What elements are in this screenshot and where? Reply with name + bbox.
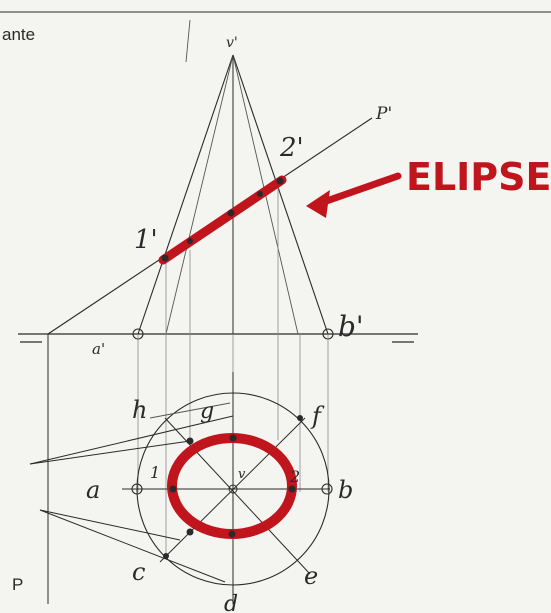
label-point-g: g (200, 399, 214, 424)
label-point-a: a (86, 476, 100, 504)
label-point-d: d (224, 592, 238, 613)
label-point-h: h (132, 396, 147, 424)
elevation-section-points (161, 177, 284, 262)
label-point-2-prime: 2' (279, 133, 304, 163)
label-point-e: e (304, 562, 318, 590)
ellipse-arrow-head-red (306, 190, 330, 218)
point-v-marker (228, 484, 238, 494)
ellipse-annotation-label: ELIPSE (406, 155, 551, 199)
label-point-c: c (132, 558, 145, 586)
label-a-prime: a' (92, 340, 105, 358)
label-point-b: b (338, 476, 353, 504)
point-b-marker (321, 483, 333, 495)
label-apex-v-prime: v' (226, 35, 238, 51)
header-clipped-word: ante (2, 25, 35, 44)
point-a-marker (131, 483, 143, 495)
label-b-prime: b' (338, 310, 364, 343)
label-point-v: v (238, 467, 246, 482)
cone-generatrix-right (232, 54, 329, 335)
elevation-section-red (158, 175, 287, 265)
cone-generatrix-left (137, 54, 234, 335)
cone-axis-top-stroke (185, 19, 191, 63)
plan-chord-h-g (149, 402, 231, 419)
ellipse-arrow-red (314, 172, 402, 208)
plan-ellipse-red (167, 433, 297, 539)
plan-ellipse-points (163, 415, 303, 559)
label-point-1: 1 (150, 463, 160, 482)
label-point-2: 2 (289, 467, 300, 486)
plan-plane-lines (29, 415, 234, 583)
label-point-1-prime: 1' (134, 225, 158, 255)
cone-generatrix-inner-left (165, 54, 234, 335)
label-point-f: f (310, 402, 325, 430)
label-plane-p-prime: P' (375, 104, 392, 124)
plan-diagonal-f-c (159, 417, 306, 563)
label-plane-p: P (12, 575, 23, 594)
